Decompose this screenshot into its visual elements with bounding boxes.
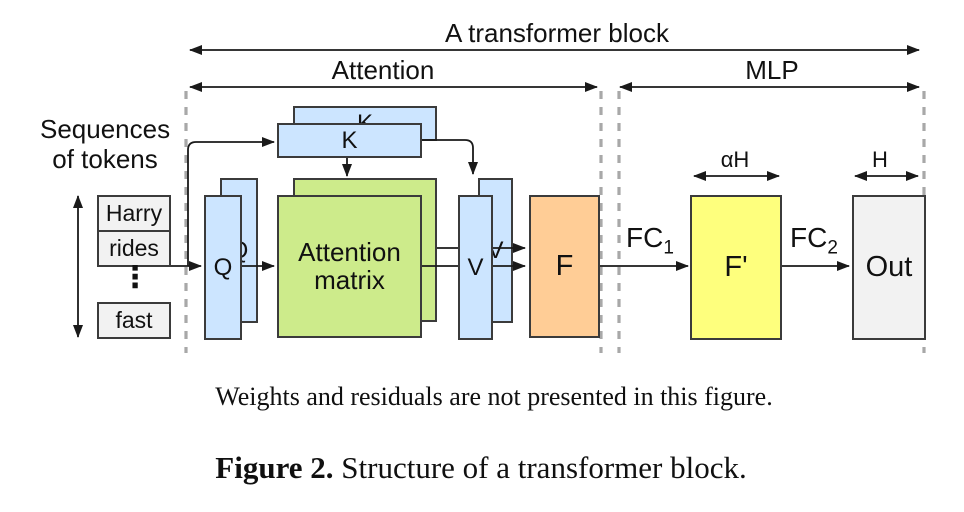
- f-label: F: [555, 250, 574, 283]
- k-matrix: K: [277, 123, 422, 158]
- figure-caption-label: Figure 2.: [215, 450, 334, 485]
- q-label: Q: [213, 253, 233, 281]
- out-matrix: Out: [852, 195, 926, 340]
- token-rides-label: rides: [109, 235, 159, 262]
- token-box-fast: fast: [97, 302, 171, 339]
- alpha-h-label: αH: [720, 147, 750, 172]
- attention-matrix: Attention matrix: [277, 195, 422, 338]
- attention-span-label: Attention: [331, 55, 435, 85]
- fc2-edge-label: FC2: [790, 222, 838, 260]
- mlp-span-label: MLP: [745, 55, 799, 85]
- fc1-edge-label: FC1: [626, 222, 674, 260]
- f-matrix: F: [529, 195, 600, 338]
- v-label: V: [467, 253, 484, 281]
- f-prime-label: F': [724, 251, 748, 284]
- out-label: Out: [865, 251, 913, 284]
- k-to-v-arrow: [422, 139, 478, 175]
- q-matrix: Q: [204, 195, 242, 340]
- fc2-base: FC: [790, 222, 828, 253]
- figure-note: Weights and residuals are not presented …: [215, 382, 773, 411]
- token-box-harry: Harry: [97, 195, 171, 232]
- transformer-block-span-label: A transformer block: [445, 18, 669, 48]
- token-box-rides: rides: [97, 230, 171, 267]
- figure-caption-text: Structure of a transformer block.: [341, 450, 747, 485]
- token-ellipsis: ⋮: [120, 261, 150, 294]
- fc2-subscript: 2: [827, 237, 838, 259]
- token-fast-label: fast: [115, 307, 153, 334]
- fc1-base: FC: [626, 222, 664, 253]
- k-label: K: [341, 126, 358, 154]
- h-label: H: [872, 147, 888, 172]
- token-harry-label: Harry: [105, 200, 163, 227]
- sequences-of-tokens-label: Sequences of tokens: [40, 114, 171, 174]
- f-prime-matrix: F': [690, 195, 782, 340]
- fc1-subscript: 1: [663, 237, 674, 259]
- v-matrix: V: [458, 195, 493, 340]
- figure-caption: Figure 2. Structure of a transformer blo…: [69, 450, 893, 486]
- attention-matrix-label: Attention matrix: [298, 237, 401, 295]
